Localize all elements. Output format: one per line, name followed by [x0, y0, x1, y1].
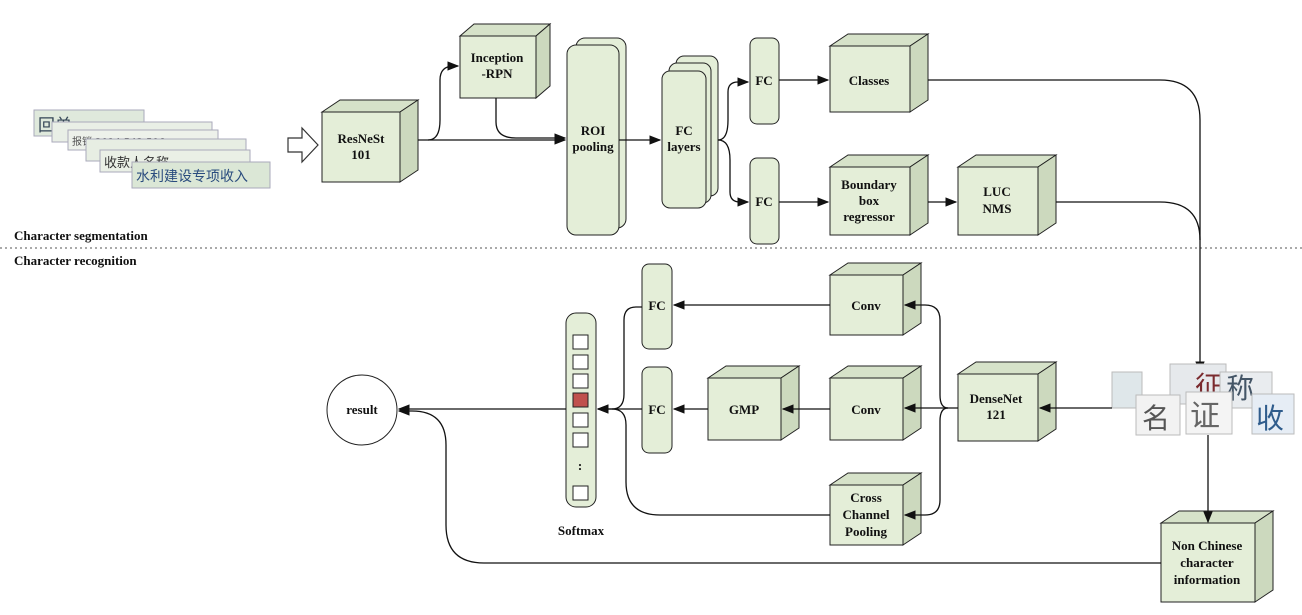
fc-layers-label-2: layers [667, 139, 700, 154]
input-arrow-icon [287, 126, 319, 164]
recognition-connectors [397, 300, 1213, 564]
inception-rpn-block: Inception -RPN [458, 22, 552, 100]
softmax-label: Softmax [558, 523, 605, 538]
character-crops-image: 征 称 名 证 收 [1111, 363, 1295, 436]
fc-layers-block: FC layers [661, 55, 719, 209]
char-crop-2: 证 [1190, 399, 1220, 434]
bbox-label-3: regressor [843, 209, 895, 224]
section-label-recognition: Character recognition [14, 253, 137, 268]
roi-label-1: ROI [581, 123, 606, 138]
fc-recognition-1-block: FC [641, 263, 673, 350]
resnest-label-2: 101 [351, 147, 371, 162]
gmp-block: GMP [706, 365, 801, 441]
luc-label-1: LUC [983, 184, 1010, 199]
result-label: result [346, 402, 378, 417]
ccp-label-2: Channel [843, 507, 890, 522]
softmax-highlight-cell [572, 392, 589, 408]
classes-block: Classes [828, 33, 930, 113]
bbox-label-1: Boundary [841, 177, 897, 192]
luc-nms-block: LUC NMS [956, 154, 1058, 236]
fc-recognition-2-block: FC [641, 366, 673, 454]
inception-label-2: -RPN [481, 66, 513, 81]
fc-layers-label-1: FC [675, 123, 692, 138]
conv-top-block: Conv [828, 262, 923, 336]
input-strip-2: 水利建设专项收入 [136, 169, 248, 185]
segmentation-connectors [418, 61, 1205, 374]
non-chinese-info-block: Non Chinese character information [1159, 510, 1275, 603]
inception-label-1: Inception [471, 50, 525, 65]
densenet-121-block: DenseNet 121 [956, 361, 1058, 442]
nonchinese-label-3: information [1174, 572, 1241, 587]
fc-mid-block: FC [749, 157, 780, 245]
resnest-label-1: ResNeSt [338, 131, 386, 146]
nonchinese-label-1: Non Chinese [1172, 538, 1243, 553]
nonchinese-label-2: character [1180, 555, 1234, 570]
softmax-ellipsis: : [578, 458, 582, 473]
fc-top-block: FC [749, 37, 780, 125]
fc-mid-label: FC [755, 194, 772, 209]
densenet-label-1: DenseNet [970, 391, 1023, 406]
softmax-vector: : [565, 312, 597, 508]
bbox-regressor-block: Boundary box regressor [828, 154, 930, 236]
gmp-label: GMP [729, 402, 759, 417]
fc-r2-label: FC [648, 402, 665, 417]
fc-r1-label: FC [648, 298, 665, 313]
result-node: result [326, 374, 398, 446]
luc-label-2: NMS [983, 201, 1012, 216]
densenet-label-2: 121 [986, 407, 1006, 422]
roi-pooling-block: ROI pooling [566, 37, 627, 236]
resnest-101-block: ResNeSt 101 [320, 99, 420, 183]
roi-label-2: pooling [572, 139, 614, 154]
input-document-image: 回单 报销 2014 542 506 收款人名称 水利建设专项收入 [33, 109, 271, 189]
char-crop-3: 收 [1256, 402, 1284, 435]
classes-label: Classes [849, 73, 889, 88]
ccp-label-1: Cross [850, 490, 882, 505]
bbox-label-2: box [859, 193, 880, 208]
ccp-label-3: Pooling [845, 524, 887, 539]
char-crop-1: 名 [1142, 402, 1170, 435]
conv-mid-block: Conv [828, 365, 923, 441]
conv-mid-label: Conv [851, 402, 881, 417]
section-label-segmentation: Character segmentation [14, 228, 148, 243]
cross-channel-pooling-block: Cross Channel Pooling [828, 472, 923, 546]
fc-top-label: FC [755, 73, 772, 88]
conv-top-label: Conv [851, 298, 881, 313]
